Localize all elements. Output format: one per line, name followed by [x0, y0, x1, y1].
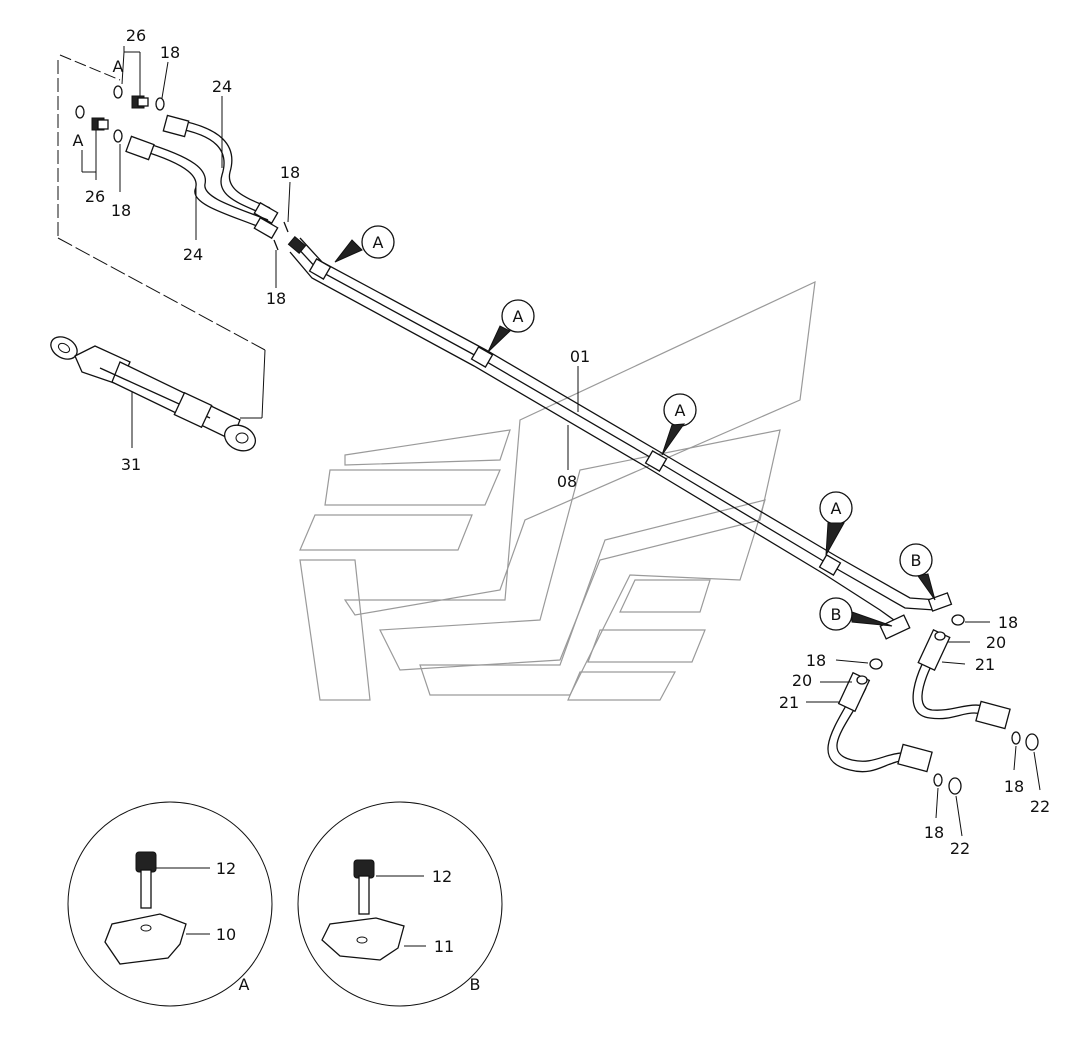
callout-18: 18: [1004, 777, 1024, 796]
callout-18: 18: [924, 823, 944, 842]
callout-12: 12: [432, 867, 452, 886]
callout-26: 26: [85, 187, 105, 206]
ref-a-label: A: [113, 57, 124, 76]
group-bracket: [57, 54, 266, 419]
svg-text:A: A: [831, 499, 842, 518]
detail-b-label: B: [470, 975, 481, 994]
hose-21-left: [827, 671, 933, 773]
callout-20: 20: [792, 671, 812, 690]
ref-b-2: B: [819, 597, 893, 631]
ref-a-label: A: [73, 131, 84, 150]
hose-24-lower: [125, 135, 279, 240]
ref-a-4: A: [819, 491, 853, 556]
callout-08: 08: [557, 472, 577, 491]
callout-21: 21: [975, 655, 995, 674]
svg-text:B: B: [911, 551, 922, 570]
ref-a-1: A: [334, 225, 395, 263]
callout-18: 18: [806, 651, 826, 670]
callout-11: 11: [434, 937, 454, 956]
ref-a-2: A: [487, 299, 535, 353]
ref-b-1: B: [899, 543, 936, 601]
callout-20: 20: [986, 633, 1006, 652]
callout-18: 18: [111, 201, 131, 220]
cylinder-31: [50, 336, 257, 452]
callout-10: 10: [216, 925, 236, 944]
seals-18-22: [856, 614, 1039, 795]
callout-24: 24: [183, 245, 203, 264]
callout-18: 18: [280, 163, 300, 182]
callout-labels: 26 A 18 24 A 26 18 24 18 18 31 01 08 18 …: [73, 26, 1051, 994]
callout-01: 01: [570, 347, 590, 366]
callout-12: 12: [216, 859, 236, 878]
svg-text:A: A: [513, 307, 524, 326]
callout-31: 31: [121, 455, 141, 474]
fitting-26-lower: [75, 105, 123, 143]
hose-24-upper: [162, 114, 279, 225]
callout-26: 26: [126, 26, 146, 45]
o-ring-18-pair: [273, 221, 289, 251]
svg-text:A: A: [373, 233, 384, 252]
callout-21: 21: [779, 693, 799, 712]
callout-24: 24: [212, 77, 232, 96]
callout-22: 22: [1030, 797, 1050, 816]
detail-a-label: A: [239, 975, 250, 994]
detail-b: [297, 801, 503, 1007]
svg-text:A: A: [675, 401, 686, 420]
detail-a: [67, 801, 273, 1007]
pipe-01-08: [287, 235, 953, 640]
svg-text:B: B: [831, 605, 842, 624]
callout-18: 18: [266, 289, 286, 308]
watermark-logo: [299, 280, 816, 701]
leader-lines: [81, 46, 1041, 837]
callout-18: 18: [998, 613, 1018, 632]
fitting-26-upper: [113, 85, 165, 111]
ref-a-3: A: [661, 393, 697, 456]
callout-22: 22: [950, 839, 970, 858]
callout-18: 18: [160, 43, 180, 62]
